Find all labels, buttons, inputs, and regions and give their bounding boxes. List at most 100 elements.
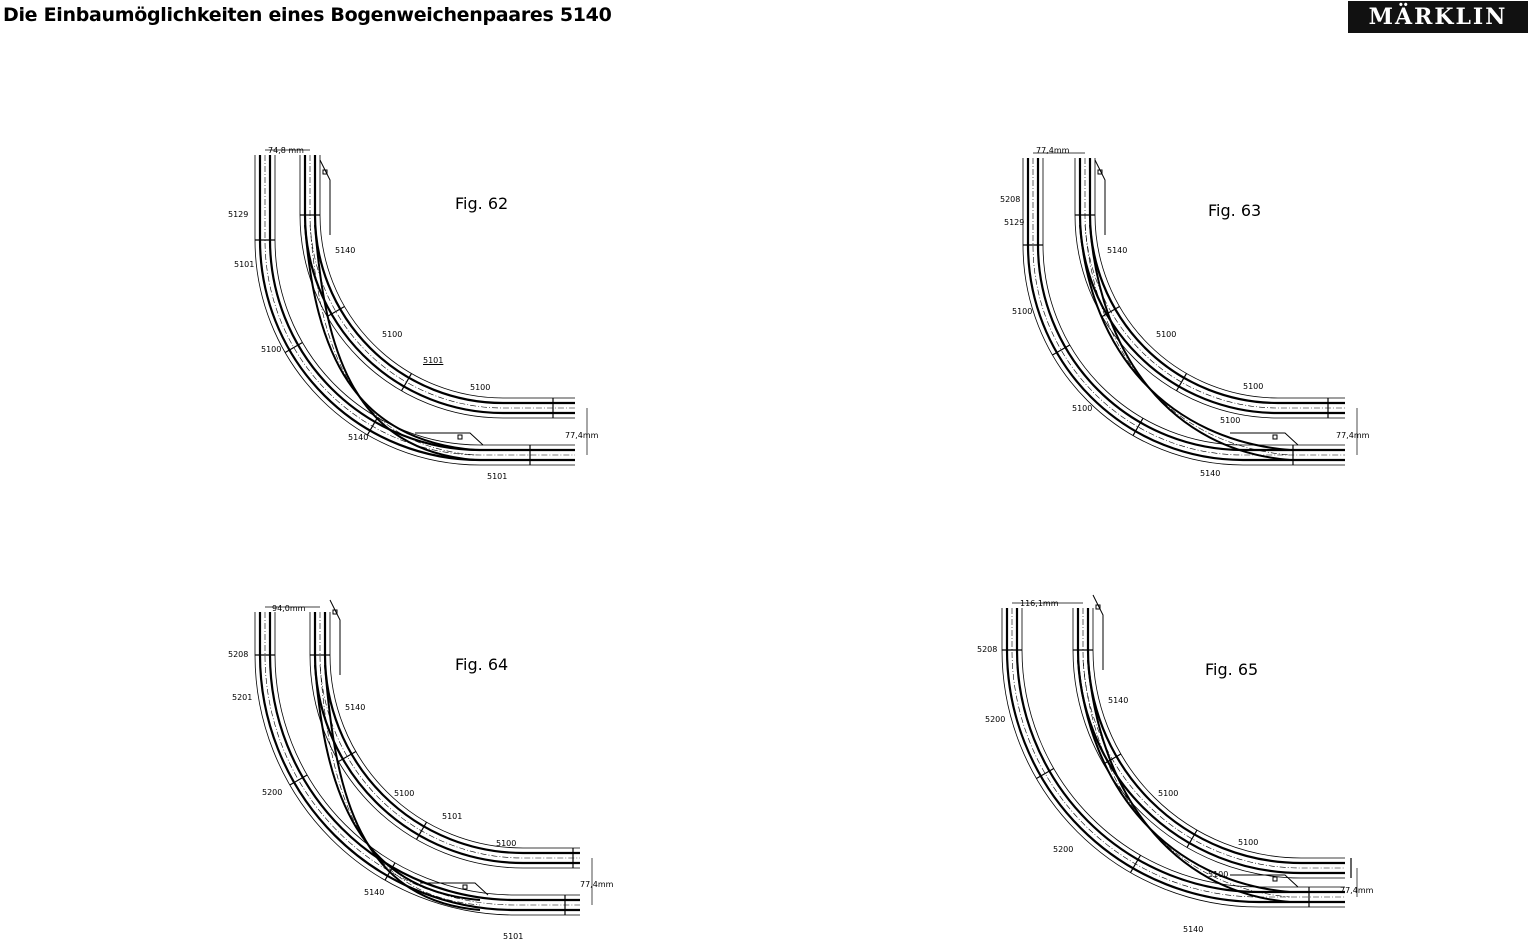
turnout-housing [319,159,331,235]
figure-caption: Fig. 65 [1205,660,1259,679]
track-rail [274,155,575,446]
height-dimension: 77,4mm [565,431,599,440]
track-joint [1052,344,1071,356]
crossover-rail [304,224,476,451]
track-rail [258,612,580,912]
track-joint [326,305,345,318]
track-rail [1011,608,1345,898]
track-label: 5140 [335,246,356,255]
track-joint [1036,767,1055,780]
track-label: 5101 [487,472,508,481]
turnout-motor-icon [322,169,328,175]
track-rail [1036,158,1345,452]
track-label: 5101 [503,932,524,941]
track-label: 5200 [1053,845,1074,854]
track-label: 5100 [496,839,517,848]
track-joint [415,821,428,840]
track-label: 5100 [1012,307,1033,316]
turnout-motor-icon [1097,169,1103,175]
width-dimension: 77,4mm [1036,146,1070,155]
width-dimension: 94,0mm [272,604,306,613]
track-rail [258,155,575,462]
crossover-rail [1084,224,1291,456]
track-joint [284,341,303,354]
track-rail [319,612,580,859]
track-label: 5101 [442,812,463,821]
turnout-motor-icon [1272,434,1278,440]
track-rail [1072,608,1345,879]
track-rail [1015,608,1345,894]
track-rail [1026,158,1345,462]
track-label: 5140 [1107,246,1128,255]
track-rail [1032,158,1345,456]
marklin-logo: MÄRKLIN [1348,1,1528,33]
turnout-housing [1230,432,1299,446]
track-joint [1175,373,1188,392]
track-rail [323,612,580,855]
turnout-motor-icon [462,884,468,890]
track-joint [338,750,357,763]
track-label: 5100 [1072,404,1093,413]
track-label: 5101 [423,356,444,365]
crossover-rail [324,664,481,911]
track-joint [1103,753,1122,765]
track-rail [1005,608,1345,904]
track-rail [1022,158,1345,466]
track-label: 5200 [262,788,283,797]
crossover-rail [1077,659,1291,893]
crossover-rail [314,664,481,901]
track-rail [1084,158,1345,409]
track-label: 5140 [348,433,369,442]
figure-caption: Fig. 63 [1208,201,1262,220]
track-rail [1074,158,1345,419]
figure-caption: Fig. 62 [455,194,509,213]
crossover-rail [1087,659,1291,903]
track-rail [1042,158,1345,446]
track-rail [264,612,580,906]
track-label: 5129 [228,210,249,219]
turnout-housing [1230,874,1299,888]
track-label: 5200 [985,715,1006,724]
track-label: 5208 [228,650,249,659]
track-label: 5208 [1000,195,1021,204]
track-joint [1129,854,1142,873]
track-joint [1186,829,1198,848]
track-rail [264,155,575,456]
track-label: 5201 [232,693,253,702]
track-rail [1078,158,1345,415]
turnout-motor-icon [457,434,463,440]
turnout-housing [420,882,489,896]
height-dimension: 77,4mm [1340,886,1374,895]
track-joint [1101,305,1120,318]
track-rail [319,155,575,399]
track-label: 5140 [364,888,385,897]
turnout-housing [1094,159,1106,235]
track-label: 5100 [382,330,403,339]
track-joint [289,774,308,786]
track-joint [366,417,379,436]
width-dimension: 74,8 mm [268,146,304,155]
turnout-motor-icon [1272,876,1278,882]
track-rail [303,155,575,415]
track-label: 5100 [261,345,282,354]
crossover-rail [314,224,476,461]
track-label: 5100 [1238,838,1259,847]
track-rail [268,612,580,902]
track-rail [329,612,580,849]
track-rail [1082,608,1345,869]
track-rail [313,155,575,405]
track-rail [254,155,575,466]
track-rail [1088,158,1345,405]
track-joint [1132,417,1144,436]
track-label: 5100 [1243,382,1264,391]
track-label: 5100 [1208,870,1229,879]
crossover-rail [1089,224,1291,461]
turnout-housing [415,432,484,446]
width-dimension: 116,1mm [1020,599,1059,608]
track-label: 5100 [470,383,491,392]
height-dimension: 77,4mm [580,880,614,889]
track-rail [254,612,580,916]
track-label: 5100 [1220,416,1241,425]
turnout-motor-icon [332,609,338,615]
